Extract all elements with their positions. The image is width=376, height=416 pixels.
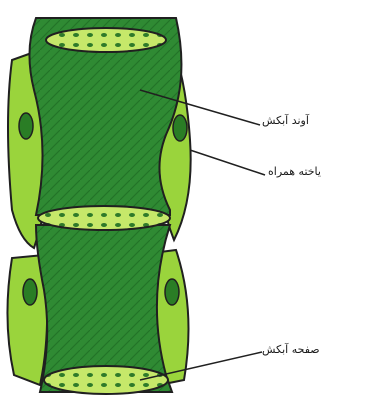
label-sieve-plate: صفحه آبکش — [262, 343, 320, 356]
label-sieve-tube-element: آوند آبکش — [262, 114, 309, 127]
nucleus-left-bottom — [23, 279, 37, 305]
label-companion-cell: یاخته همراه — [268, 165, 321, 178]
sieve-plate-top — [46, 28, 166, 52]
nucleus-right-top — [173, 115, 187, 141]
sieve-plate-bottom — [44, 366, 168, 394]
nucleus-left-top — [19, 113, 33, 139]
nucleus-right-bottom — [165, 279, 179, 305]
leader-companion-cell — [190, 150, 265, 175]
sieve-plate-middle — [38, 206, 170, 230]
